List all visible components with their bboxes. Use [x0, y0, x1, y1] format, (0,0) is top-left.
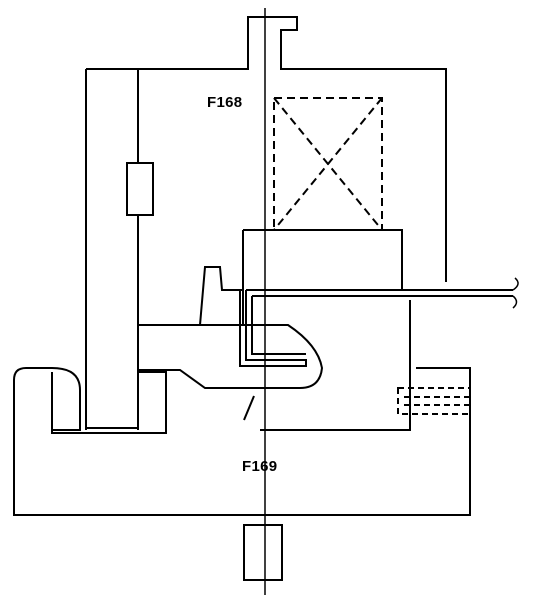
base-step-left — [52, 372, 166, 433]
upper-frame-outline — [86, 17, 446, 282]
column-sensor-box — [127, 163, 153, 215]
notch-mark — [244, 396, 254, 420]
base-frame — [14, 368, 470, 515]
coil-cross-box — [274, 98, 382, 230]
bottom-coupling — [244, 525, 282, 580]
jaw-mechanism — [138, 325, 322, 388]
housing-box — [243, 230, 402, 290]
extension-rod — [240, 278, 518, 366]
upper-label: F168 — [207, 94, 243, 111]
lower-label: F169 — [242, 458, 278, 475]
base-outline — [14, 368, 80, 430]
right-connector — [398, 388, 470, 414]
lower-housing-outline — [260, 300, 410, 430]
jaw-upper-lip — [200, 267, 243, 325]
